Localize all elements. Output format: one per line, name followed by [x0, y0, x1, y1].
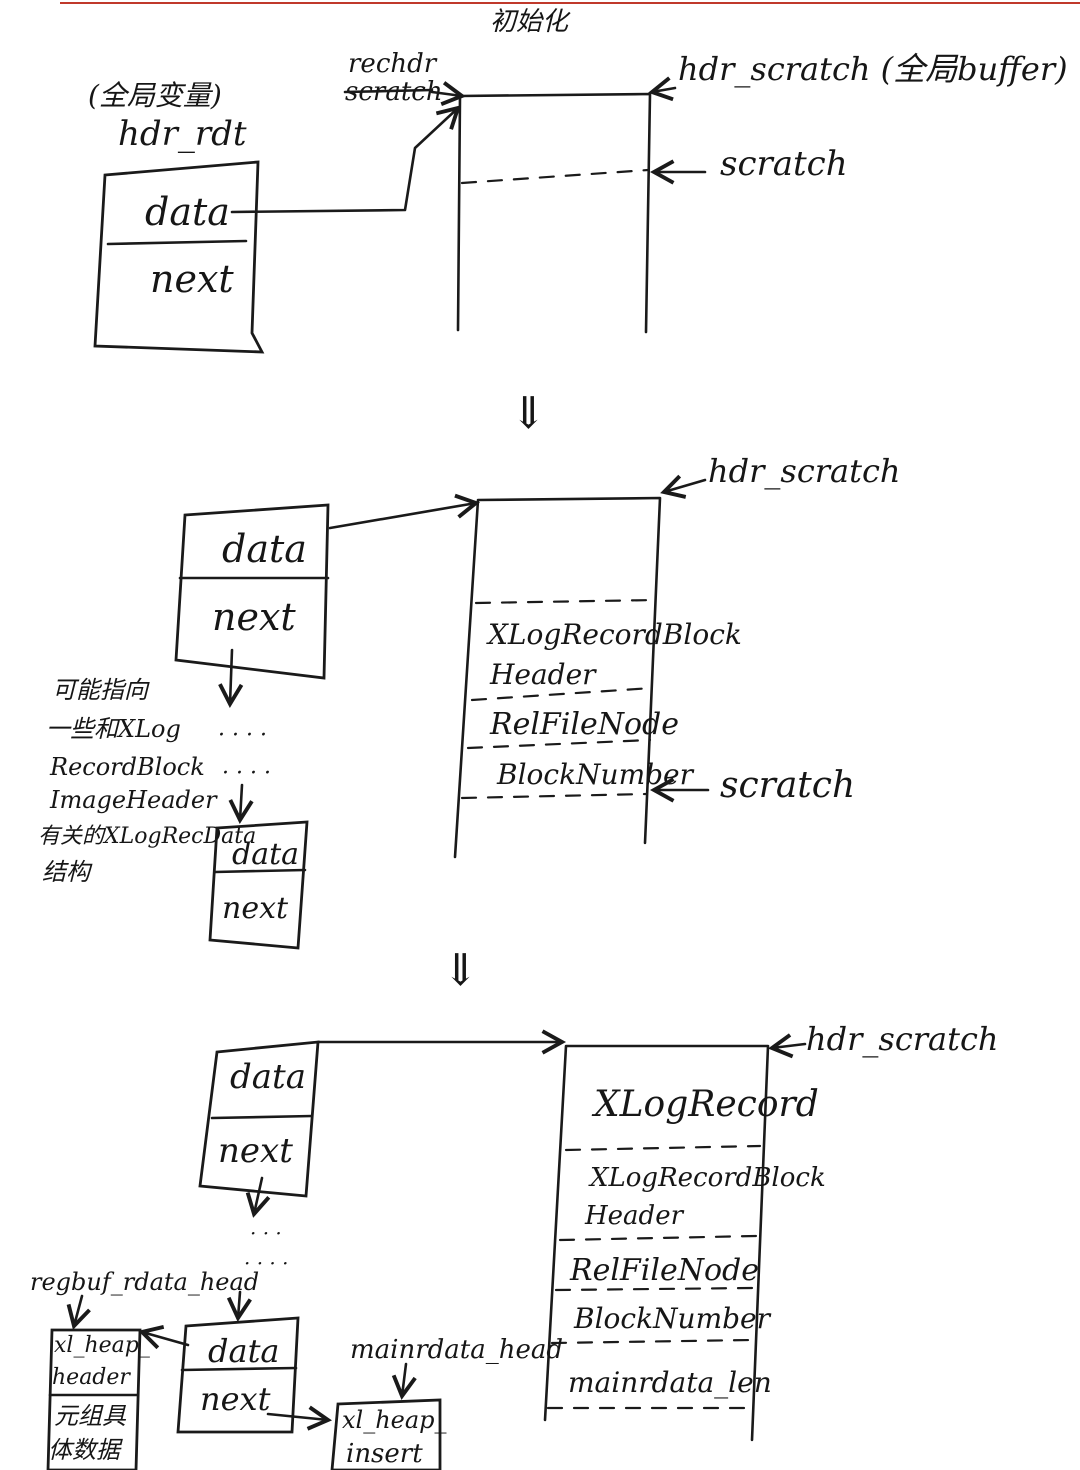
stage2-field-next: next — [212, 595, 296, 639]
rechdr-label: rechdr — [348, 49, 438, 79]
stage3-dots-2: · · · · — [244, 1251, 289, 1275]
strike-through — [343, 88, 434, 94]
stage2-dash-4 — [460, 792, 648, 800]
stage1: 初始化 (全局变量) hdr_rdt data next rechdr scra… — [88, 7, 1068, 354]
global-var-note: (全局变量) — [88, 79, 222, 112]
hdr-scratch-buffer-1 — [456, 92, 652, 334]
stage3-node-divider — [210, 1114, 314, 1120]
note-line-6: 结构 — [42, 858, 93, 886]
hdr-scratch-buffer-2 — [453, 496, 662, 859]
seg-block-header-1: XLogRecordBlock — [486, 618, 742, 651]
stage3-buffer-label-arrow — [768, 1033, 807, 1059]
data-pointer-arrow — [230, 105, 461, 214]
down-arrow-1: ⇓ — [510, 388, 547, 439]
stage3-dots-1: · · · — [250, 1221, 282, 1245]
seg-blocknumber: BlockNumber — [496, 758, 695, 791]
heap-header-line-1: xl_heap_ — [54, 1333, 150, 1358]
var-name-hdr-rdt: hdr_rdt — [118, 114, 247, 154]
stage2-dash-2 — [470, 686, 654, 702]
stage3-small-node — [176, 1316, 300, 1434]
node-field-next: next — [150, 257, 234, 301]
buffer-dash-1 — [460, 168, 650, 185]
node-divider — [106, 239, 248, 246]
stage2-field-data: data — [222, 527, 307, 571]
stage2-data-arrow — [328, 493, 480, 530]
scratch-label-1: scratch — [720, 144, 848, 184]
stage2-buffer-label-arrow — [660, 474, 707, 499]
stage3-seg-block-header-2: Header — [584, 1201, 685, 1231]
node-field-data: data — [145, 190, 230, 234]
stage3-dash-2 — [558, 1234, 758, 1242]
stage3-dash-3 — [554, 1286, 756, 1292]
note-line-2: 一些和XLog — [46, 715, 181, 743]
stage3-node — [198, 1040, 320, 1198]
note-line-1: 可能指向 — [52, 676, 150, 704]
stage3-chain-arrow — [226, 1290, 252, 1323]
buffer-label: hdr_scratch (全局buffer) — [678, 50, 1068, 88]
stage3: ⇓ data next XLogRecord XLogRecordBlock H… — [30, 945, 999, 1470]
stage1-title: 初始化 — [490, 7, 571, 37]
stage3-buffer-label: hdr_scratch — [806, 1020, 999, 1058]
seg-xlogrecord: XLogRecord — [591, 1084, 819, 1125]
stage2-small-node — [208, 820, 309, 950]
buffer-label-arrow — [648, 76, 677, 102]
stage3-seg-blocknumber: BlockNumber — [573, 1302, 772, 1335]
tuple-data-line-2: 体数据 — [48, 1436, 123, 1464]
stage3-seg-relfilenode: RelFileNode — [569, 1253, 759, 1288]
regbuf-arrow — [66, 1294, 91, 1330]
regbuf-label: regbuf_rdata_head — [30, 1268, 259, 1296]
stage2-node — [174, 503, 330, 680]
stage2-buffer-label: hdr_scratch — [708, 452, 901, 490]
stage3-next-arrow — [245, 1176, 271, 1218]
heap-header-box — [46, 1328, 142, 1470]
stage3-field-data: data — [230, 1057, 306, 1097]
stage2: ⇓ data next XLogRecordBlock Header RelFi… — [38, 388, 901, 950]
mainrdata-label: mainrdata_head — [350, 1335, 563, 1365]
heap-insert-line-2: insert — [346, 1439, 423, 1469]
seg-block-header-2: Header — [489, 658, 597, 691]
stage3-dash-4 — [550, 1338, 754, 1345]
stage2-dots-1: · · · · — [218, 723, 267, 748]
stage3-small-next: next — [200, 1380, 271, 1418]
mainrdata-arrow — [391, 1362, 417, 1400]
small-data-to-heap-header-arrow — [138, 1324, 190, 1350]
heap-header-line-2: header — [52, 1365, 131, 1390]
stage2-dash-1 — [474, 598, 658, 605]
seg-relfilenode: RelFileNode — [489, 707, 679, 742]
stage3-dash-1 — [564, 1144, 762, 1152]
small-next-to-heap-insert-arrow — [266, 1405, 332, 1431]
stage2-small-data: data — [232, 837, 299, 872]
rechdr-arrow — [430, 81, 466, 106]
stage3-small-divider — [180, 1366, 298, 1372]
stage2-next-arrow — [218, 648, 244, 709]
heap-insert-box — [330, 1398, 442, 1470]
seg-mainrdata-len: mainrdata_len — [568, 1366, 772, 1399]
stage2-scratch-label: scratch — [720, 765, 855, 806]
stage3-field-next: next — [218, 1131, 293, 1171]
down-arrow-2: ⇓ — [442, 945, 479, 996]
stage2-small-divider — [213, 868, 307, 874]
stage3-small-data: data — [208, 1332, 280, 1370]
heap-insert-line-1: xl_heap_ — [342, 1406, 447, 1434]
stage2-dots-2: · · · · — [222, 761, 271, 786]
stage2-small-next: next — [222, 891, 289, 926]
note-line-3: RecordBlock — [49, 753, 205, 781]
hdr-scratch-buffer-3 — [543, 1044, 770, 1442]
stage3-seg-block-header-1: XLogRecordBlock — [588, 1163, 826, 1193]
stage2-dash-3 — [466, 738, 652, 750]
hdr-rdt-node — [93, 160, 265, 354]
note-line-4: ImageHeader — [49, 786, 218, 814]
tuple-data-line-1: 元组具 — [54, 1402, 127, 1430]
stage2-chain-arrow — [228, 783, 254, 825]
